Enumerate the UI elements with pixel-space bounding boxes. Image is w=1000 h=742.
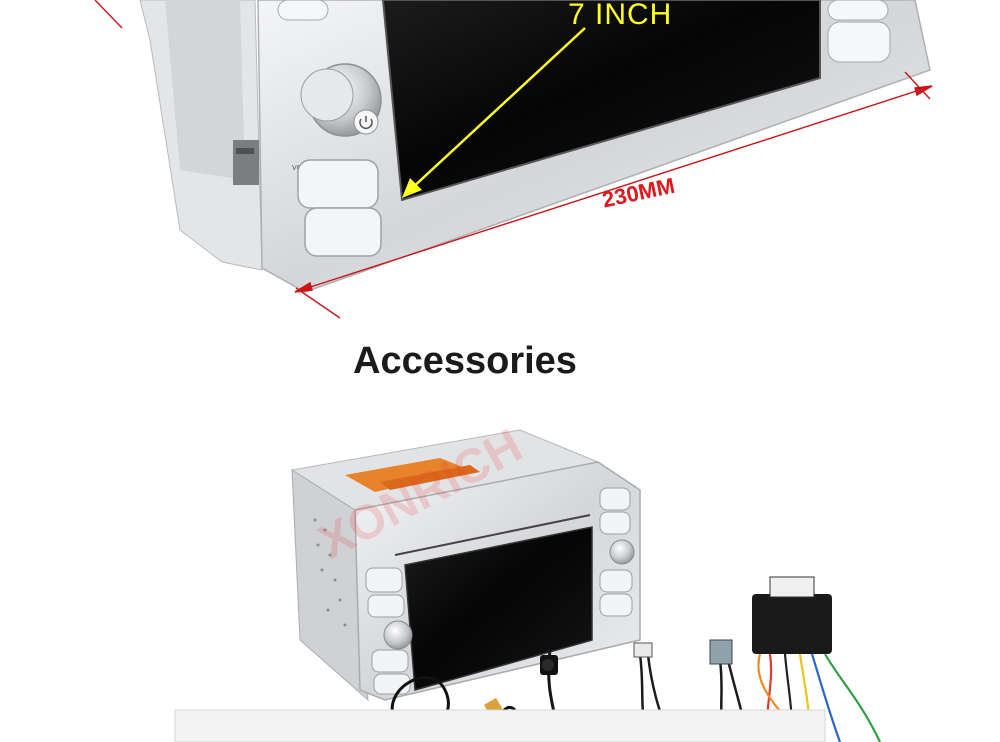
- width-dimension: [94, 0, 933, 319]
- accessory-display-screen: [404, 526, 593, 691]
- accessories-photo: XONRICH: [174, 419, 881, 742]
- section-title: Accessories: [353, 340, 577, 382]
- button-next: [304, 207, 382, 257]
- product-label: [345, 458, 470, 492]
- accessory-button: [365, 567, 403, 593]
- display-platform: [174, 709, 826, 742]
- button-right-upper: [827, 0, 889, 21]
- mounting-bracket: [233, 140, 259, 185]
- head-unit-closeup: VOL: [94, 0, 933, 319]
- screen-size-label: 7 INCH: [568, 0, 673, 31]
- display-screen: [381, 0, 821, 202]
- left-controls: VOL: [277, 0, 382, 257]
- screen-size-arrow: [402, 27, 586, 198]
- button-right-lower: [827, 21, 891, 63]
- button-upper: [277, 0, 329, 21]
- accessory-knob: [383, 620, 413, 650]
- button-prev: [297, 159, 379, 209]
